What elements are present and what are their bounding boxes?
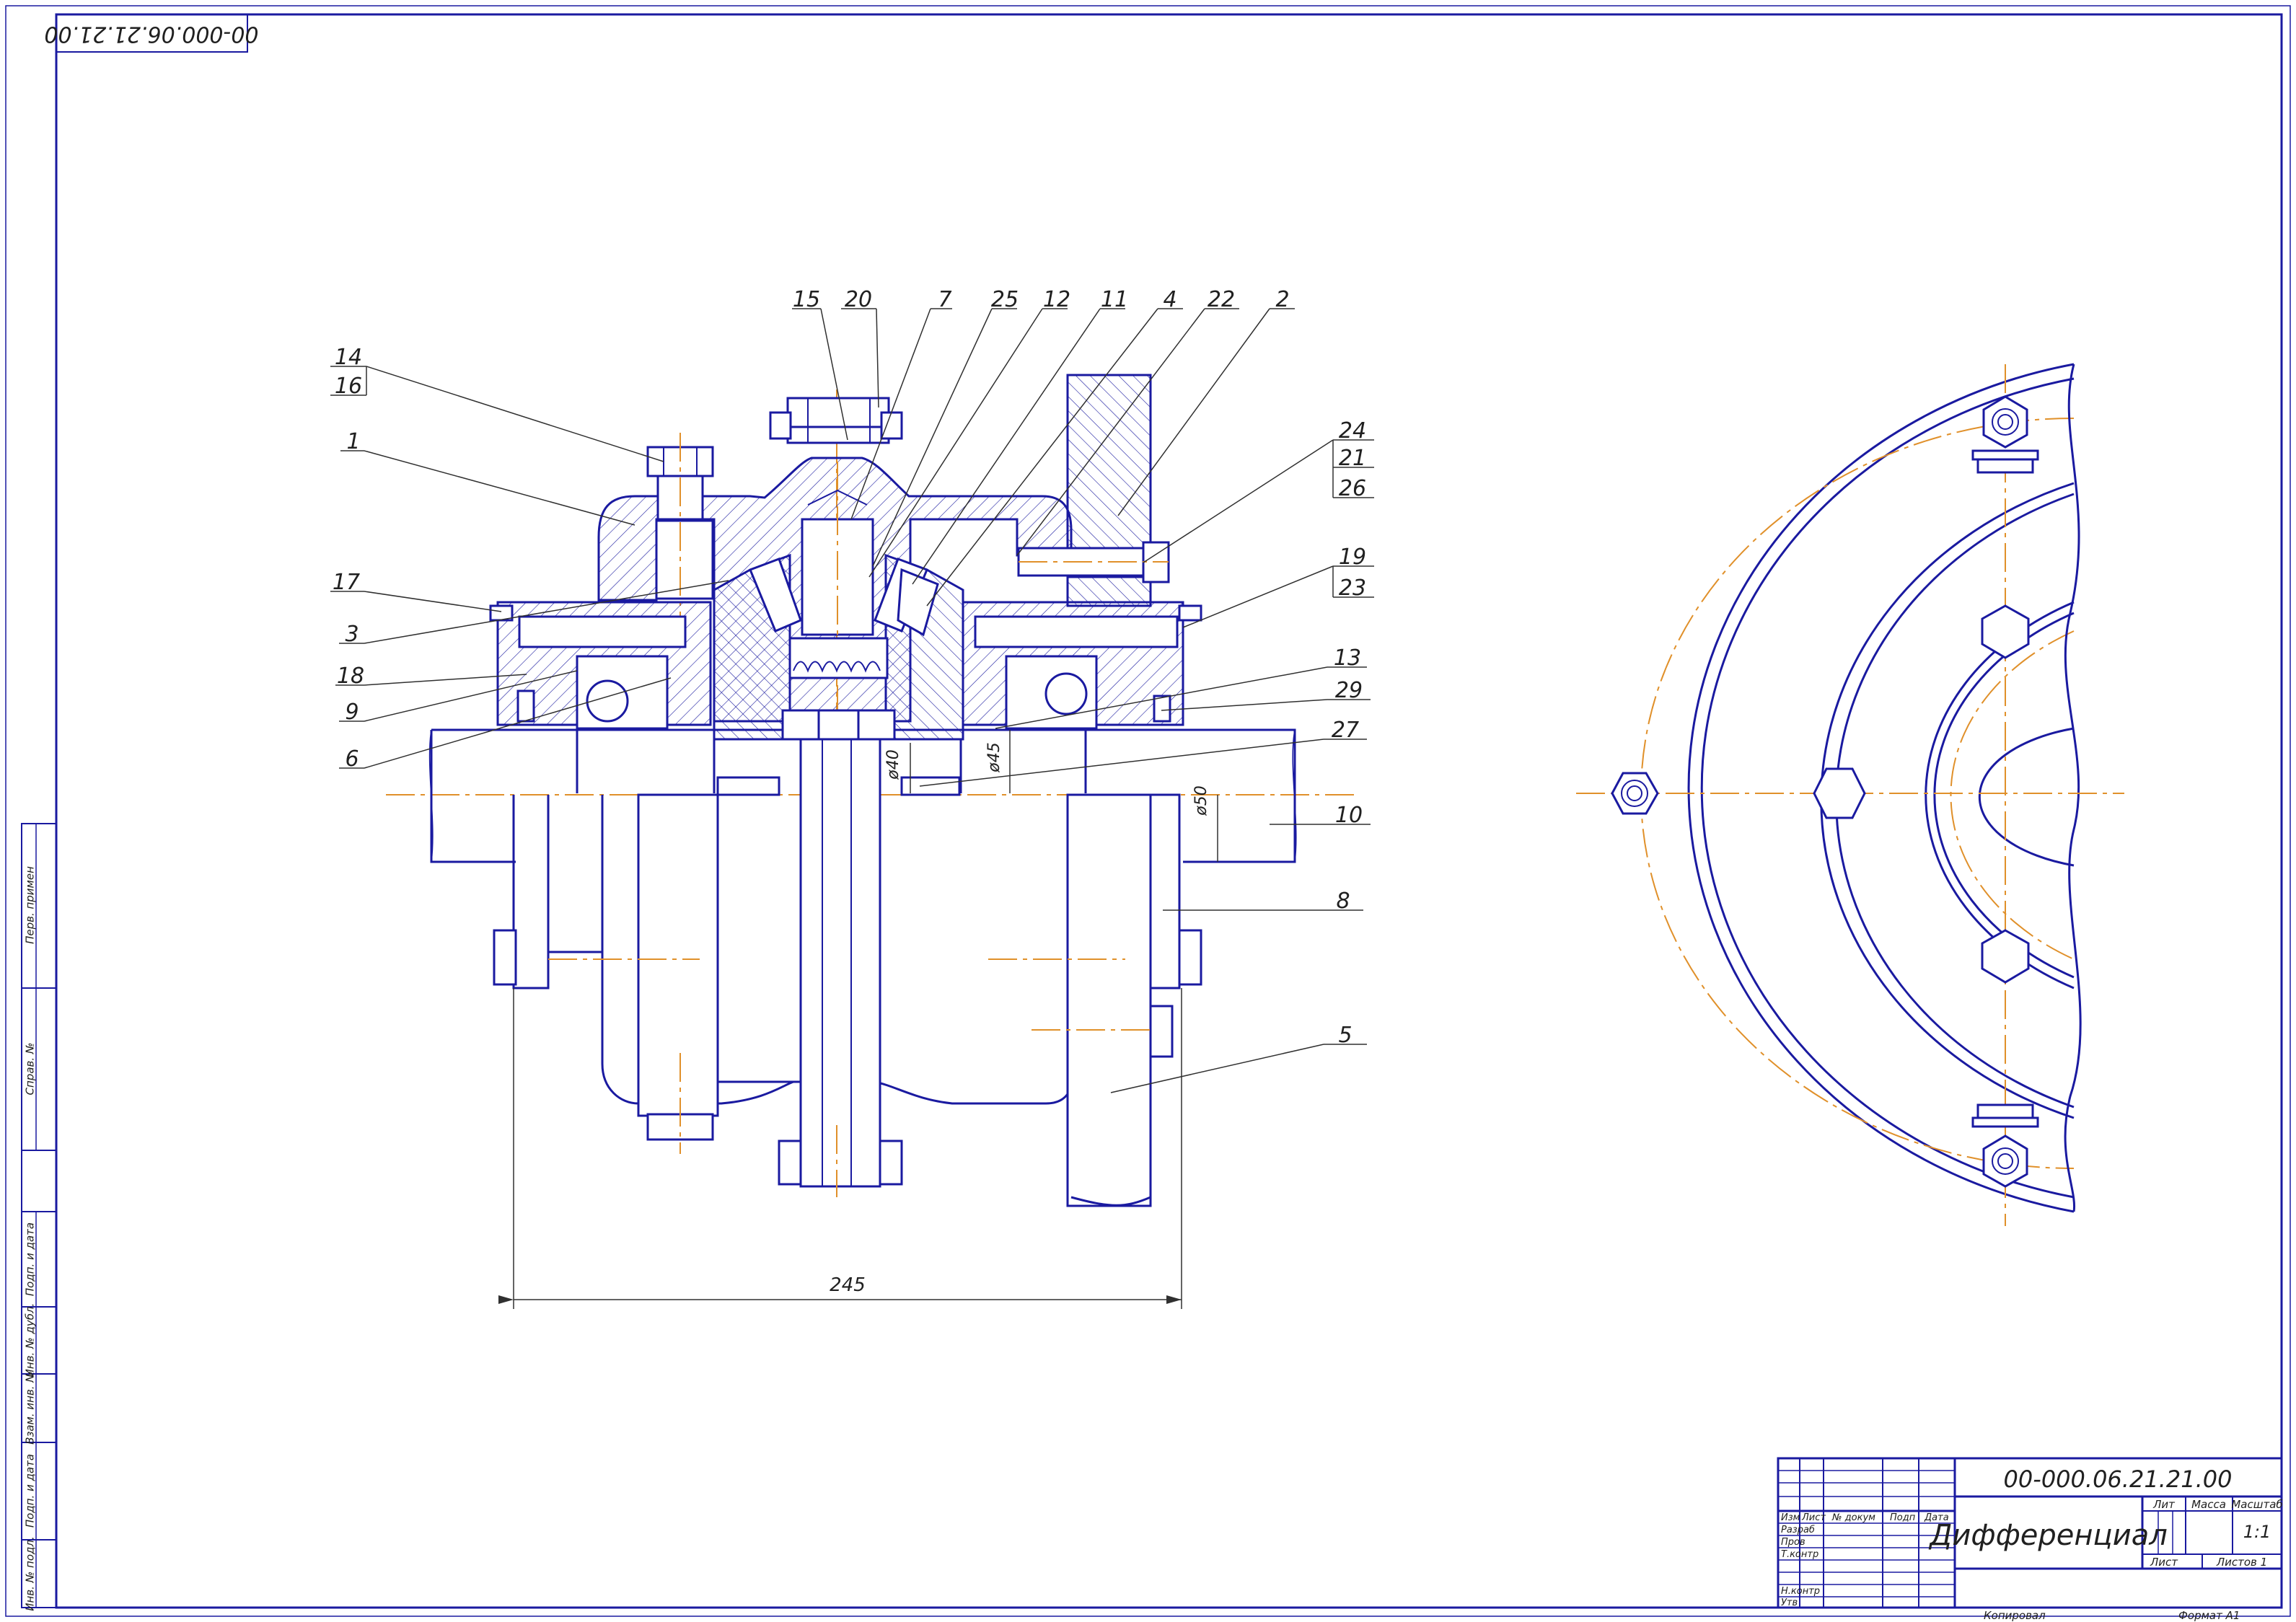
callout-27: 27 [1332,718,1359,743]
sidebar-inv-dubl: Инв. № дубл. [24,1303,37,1378]
left-sidebar: Перв. примен Справ. № Подп. и дата Инв. … [21,823,57,1611]
dim-d50: ø50 [1192,785,1210,816]
callout-26: 26 [1339,476,1366,501]
hex-bolt-top [1971,395,2039,474]
sidebar-perv: Перв. примен [24,866,37,944]
sidebar-podp2: Подп. и дата [24,1454,37,1528]
inner-frame [55,13,2283,1609]
callout-6: 6 [345,746,359,772]
callout-12: 12 [1043,287,1070,312]
callout-9: 9 [345,700,359,725]
dimensions: 245 ø40 ø45 ø50 [498,730,1218,1309]
callout-10: 10 [1335,803,1363,828]
callout-7: 7 [938,287,951,312]
tb-lit: Лит [2152,1498,2176,1511]
sidebar-inv-podl: Инв. № подл. [24,1536,37,1610]
sidebar-sprav: Справ. № [24,1043,37,1096]
tb-massa: Масса [2191,1498,2226,1511]
callout-5: 5 [1338,1023,1352,1048]
dim-length: 245 [830,1274,866,1296]
callout-17: 17 [333,570,360,595]
callout-24: 24 [1339,418,1366,444]
tb-listov: Листов 1 [2216,1556,2267,1569]
hex-bolt-left [1611,772,1659,815]
tb-title: Дифференциал [1928,1519,2168,1552]
callouts: 15 20 7 25 12 11 4 22 2 14 16 1 17 3 18 … [330,287,1374,1093]
dim-d45: ø45 [985,742,1003,772]
tb-tkontr: Т.контр [1781,1549,1818,1560]
hex-nut-inner-top [1981,604,2030,659]
callout-14: 14 [335,345,362,370]
callout-2: 2 [1275,287,1289,312]
tb-podp: Подп [1890,1512,1916,1523]
callout-25: 25 [991,287,1019,312]
tb-list: Лист [1801,1512,1826,1523]
tb-kopiroval: Копировал [1984,1609,2046,1622]
tb-format: Формат А1 [2178,1609,2240,1622]
callout-3: 3 [345,622,359,647]
tb-prov: Пров [1781,1537,1805,1548]
tb-razrab: Разраб [1781,1525,1815,1535]
tb-ndoc: № докум [1831,1512,1875,1523]
callout-4: 4 [1163,287,1176,312]
tb-list2: Лист [2150,1556,2178,1569]
callout-20: 20 [845,287,872,312]
rotated-code-text: 00-000.06.21.21.00 [44,22,258,47]
callout-19: 19 [1339,545,1366,570]
side-view [1576,363,2124,1226]
tb-code: 00-000.06.21.21.00 [2004,1465,2233,1493]
sidebar-podp1: Подп. и дата [24,1222,37,1296]
callout-23: 23 [1339,576,1366,601]
callout-15: 15 [793,287,820,312]
hex-nut-inner-left [1813,767,1866,819]
callout-29: 29 [1335,678,1363,703]
tb-nkontr: Н.контр [1781,1586,1820,1597]
dim-d40: ø40 [884,749,902,780]
callout-11: 11 [1101,287,1128,312]
callout-16: 16 [335,374,362,399]
tb-masshtab: Масштаб [2231,1498,2282,1511]
tb-data: Дата [1924,1512,1949,1523]
callout-8: 8 [1336,889,1350,914]
callout-18: 18 [337,664,364,689]
callout-13: 13 [1334,645,1361,671]
sidebar-vzam: Взам. инв. № [24,1371,37,1445]
tb-utv: Утв [1781,1597,1798,1608]
rotated-code-box: 00-000.06.21.21.00 [44,14,259,53]
section-view [386,374,1356,1207]
callout-1: 1 [346,429,360,454]
tb-scale: 1:1 [2243,1522,2271,1542]
callout-22: 22 [1208,287,1235,312]
outer-border [5,5,2291,1617]
hex-bolt-bottom [1971,1103,2039,1188]
callout-21: 21 [1339,446,1366,471]
tb-izm: Изм [1781,1512,1800,1523]
hex-nut-inner-bottom [1981,929,2030,984]
title-block: Изм Лист № докум Подп Дата Разраб Пров Т… [1777,1457,2283,1622]
